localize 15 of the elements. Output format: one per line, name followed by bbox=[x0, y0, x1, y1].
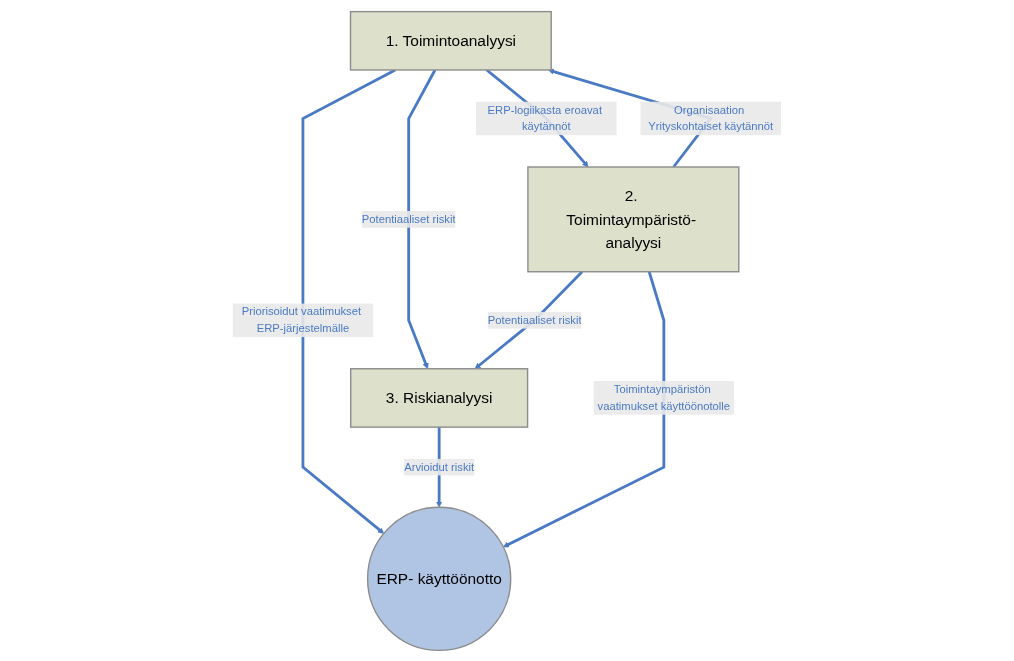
arrow bbox=[474, 270, 584, 369]
edge-label: Toimintaympäristön vaatimukset käyttöönotolle bbox=[597, 382, 731, 412]
edge-label: Priorisoidut vaatimukset ERP-järjestelmälle bbox=[241, 304, 362, 334]
edge-label: Potentiaaliset riskit bbox=[361, 212, 456, 225]
edge-label: ERP-logiikasta eroavat käytännöt bbox=[487, 103, 603, 133]
node-box: 3. Riskianalyysi bbox=[350, 367, 529, 428]
node-box: 2. Toimintaympäristö- analyysi bbox=[527, 165, 740, 272]
arrow bbox=[301, 68, 397, 534]
node-circle: ERP- käyttöönotto bbox=[367, 506, 512, 651]
node-box: 1. Toimintoanalyysi bbox=[350, 10, 553, 71]
arrow bbox=[407, 68, 437, 369]
edge-label: Organisaation Yrityskohtaiset käytännöt bbox=[648, 103, 774, 133]
arrow bbox=[503, 270, 666, 547]
edge-label: Potentiaaliset riskit bbox=[487, 313, 582, 326]
edge-label: Arvioidut riskit bbox=[404, 460, 475, 473]
